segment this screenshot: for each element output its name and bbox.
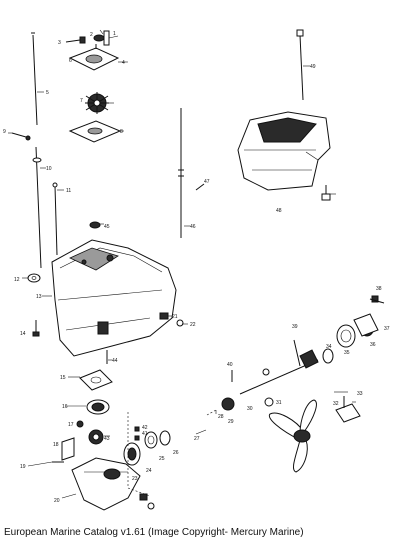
callout-29: 29 <box>228 419 234 425</box>
callout-23: 23 <box>132 476 138 482</box>
callout-34: 34 <box>326 344 332 350</box>
image-caption: European Marine Catalog v1.61 (Image Cop… <box>4 527 304 538</box>
callout-12: 12 <box>14 277 20 283</box>
callout-45: 45 <box>104 224 110 230</box>
callout-4: 4 <box>122 60 125 66</box>
callout-8: 8 <box>120 129 123 135</box>
callout-24: 24 <box>146 468 152 474</box>
callout-20: 20 <box>54 498 60 504</box>
callout-49: 49 <box>310 64 316 70</box>
leader-lines <box>8 29 356 499</box>
gear-housing <box>32 239 184 364</box>
callout-labels: 1 2 3 4 5 6 7 8 9 10 11 12 13 14 15 16 1… <box>3 31 390 504</box>
exploded-parts-diagram: 1 2 3 4 5 6 7 8 9 10 11 12 13 14 15 16 1… <box>3 29 390 511</box>
callout-46: 46 <box>190 224 196 230</box>
driveshafts <box>178 29 304 238</box>
callout-41: 41 <box>142 431 148 437</box>
callout-11: 11 <box>66 188 71 194</box>
callout-22: 22 <box>190 322 196 328</box>
water-pump-assembly <box>11 30 122 283</box>
callout-33: 33 <box>357 391 363 397</box>
callout-19: 19 <box>20 464 26 470</box>
callout-40: 40 <box>227 362 233 368</box>
propeller <box>268 396 361 473</box>
callout-35: 35 <box>344 350 350 356</box>
propeller-shaft-assembly <box>206 295 385 416</box>
callout-30: 30 <box>247 406 253 412</box>
callout-10: 10 <box>46 166 52 172</box>
callout-48: 48 <box>276 208 282 214</box>
callout-37: 37 <box>384 326 390 332</box>
callout-31: 31 <box>276 400 282 406</box>
lower-gearcase-parts <box>52 369 171 511</box>
callout-13: 13 <box>36 294 42 300</box>
callout-16: 16 <box>62 404 68 410</box>
callout-38: 38 <box>376 286 382 292</box>
callout-44: 44 <box>112 358 118 364</box>
callout-27: 27 <box>194 436 200 442</box>
callout-28: 28 <box>218 414 224 420</box>
callout-7: 7 <box>80 98 83 104</box>
callout-47: 47 <box>204 179 210 185</box>
callout-17: 17 <box>68 422 74 428</box>
impeller <box>85 92 109 114</box>
callout-9: 9 <box>3 129 6 135</box>
callout-43: 43 <box>104 436 110 442</box>
callout-25: 25 <box>159 456 165 462</box>
callout-32: 32 <box>333 401 339 407</box>
callout-3: 3 <box>58 40 61 46</box>
callout-15: 15 <box>60 375 66 381</box>
callout-6: 6 <box>69 58 72 64</box>
callout-39: 39 <box>292 324 298 330</box>
callout-2: 2 <box>90 32 93 38</box>
exhaust-housing <box>237 111 331 201</box>
callout-18: 18 <box>53 442 59 448</box>
callout-21: 21 <box>172 314 178 320</box>
callout-1: 1 <box>113 31 116 37</box>
callout-36: 36 <box>370 342 376 348</box>
callout-42: 42 <box>142 425 148 431</box>
callout-14: 14 <box>20 331 26 337</box>
callout-26: 26 <box>173 450 179 456</box>
callout-5: 5 <box>46 90 49 96</box>
